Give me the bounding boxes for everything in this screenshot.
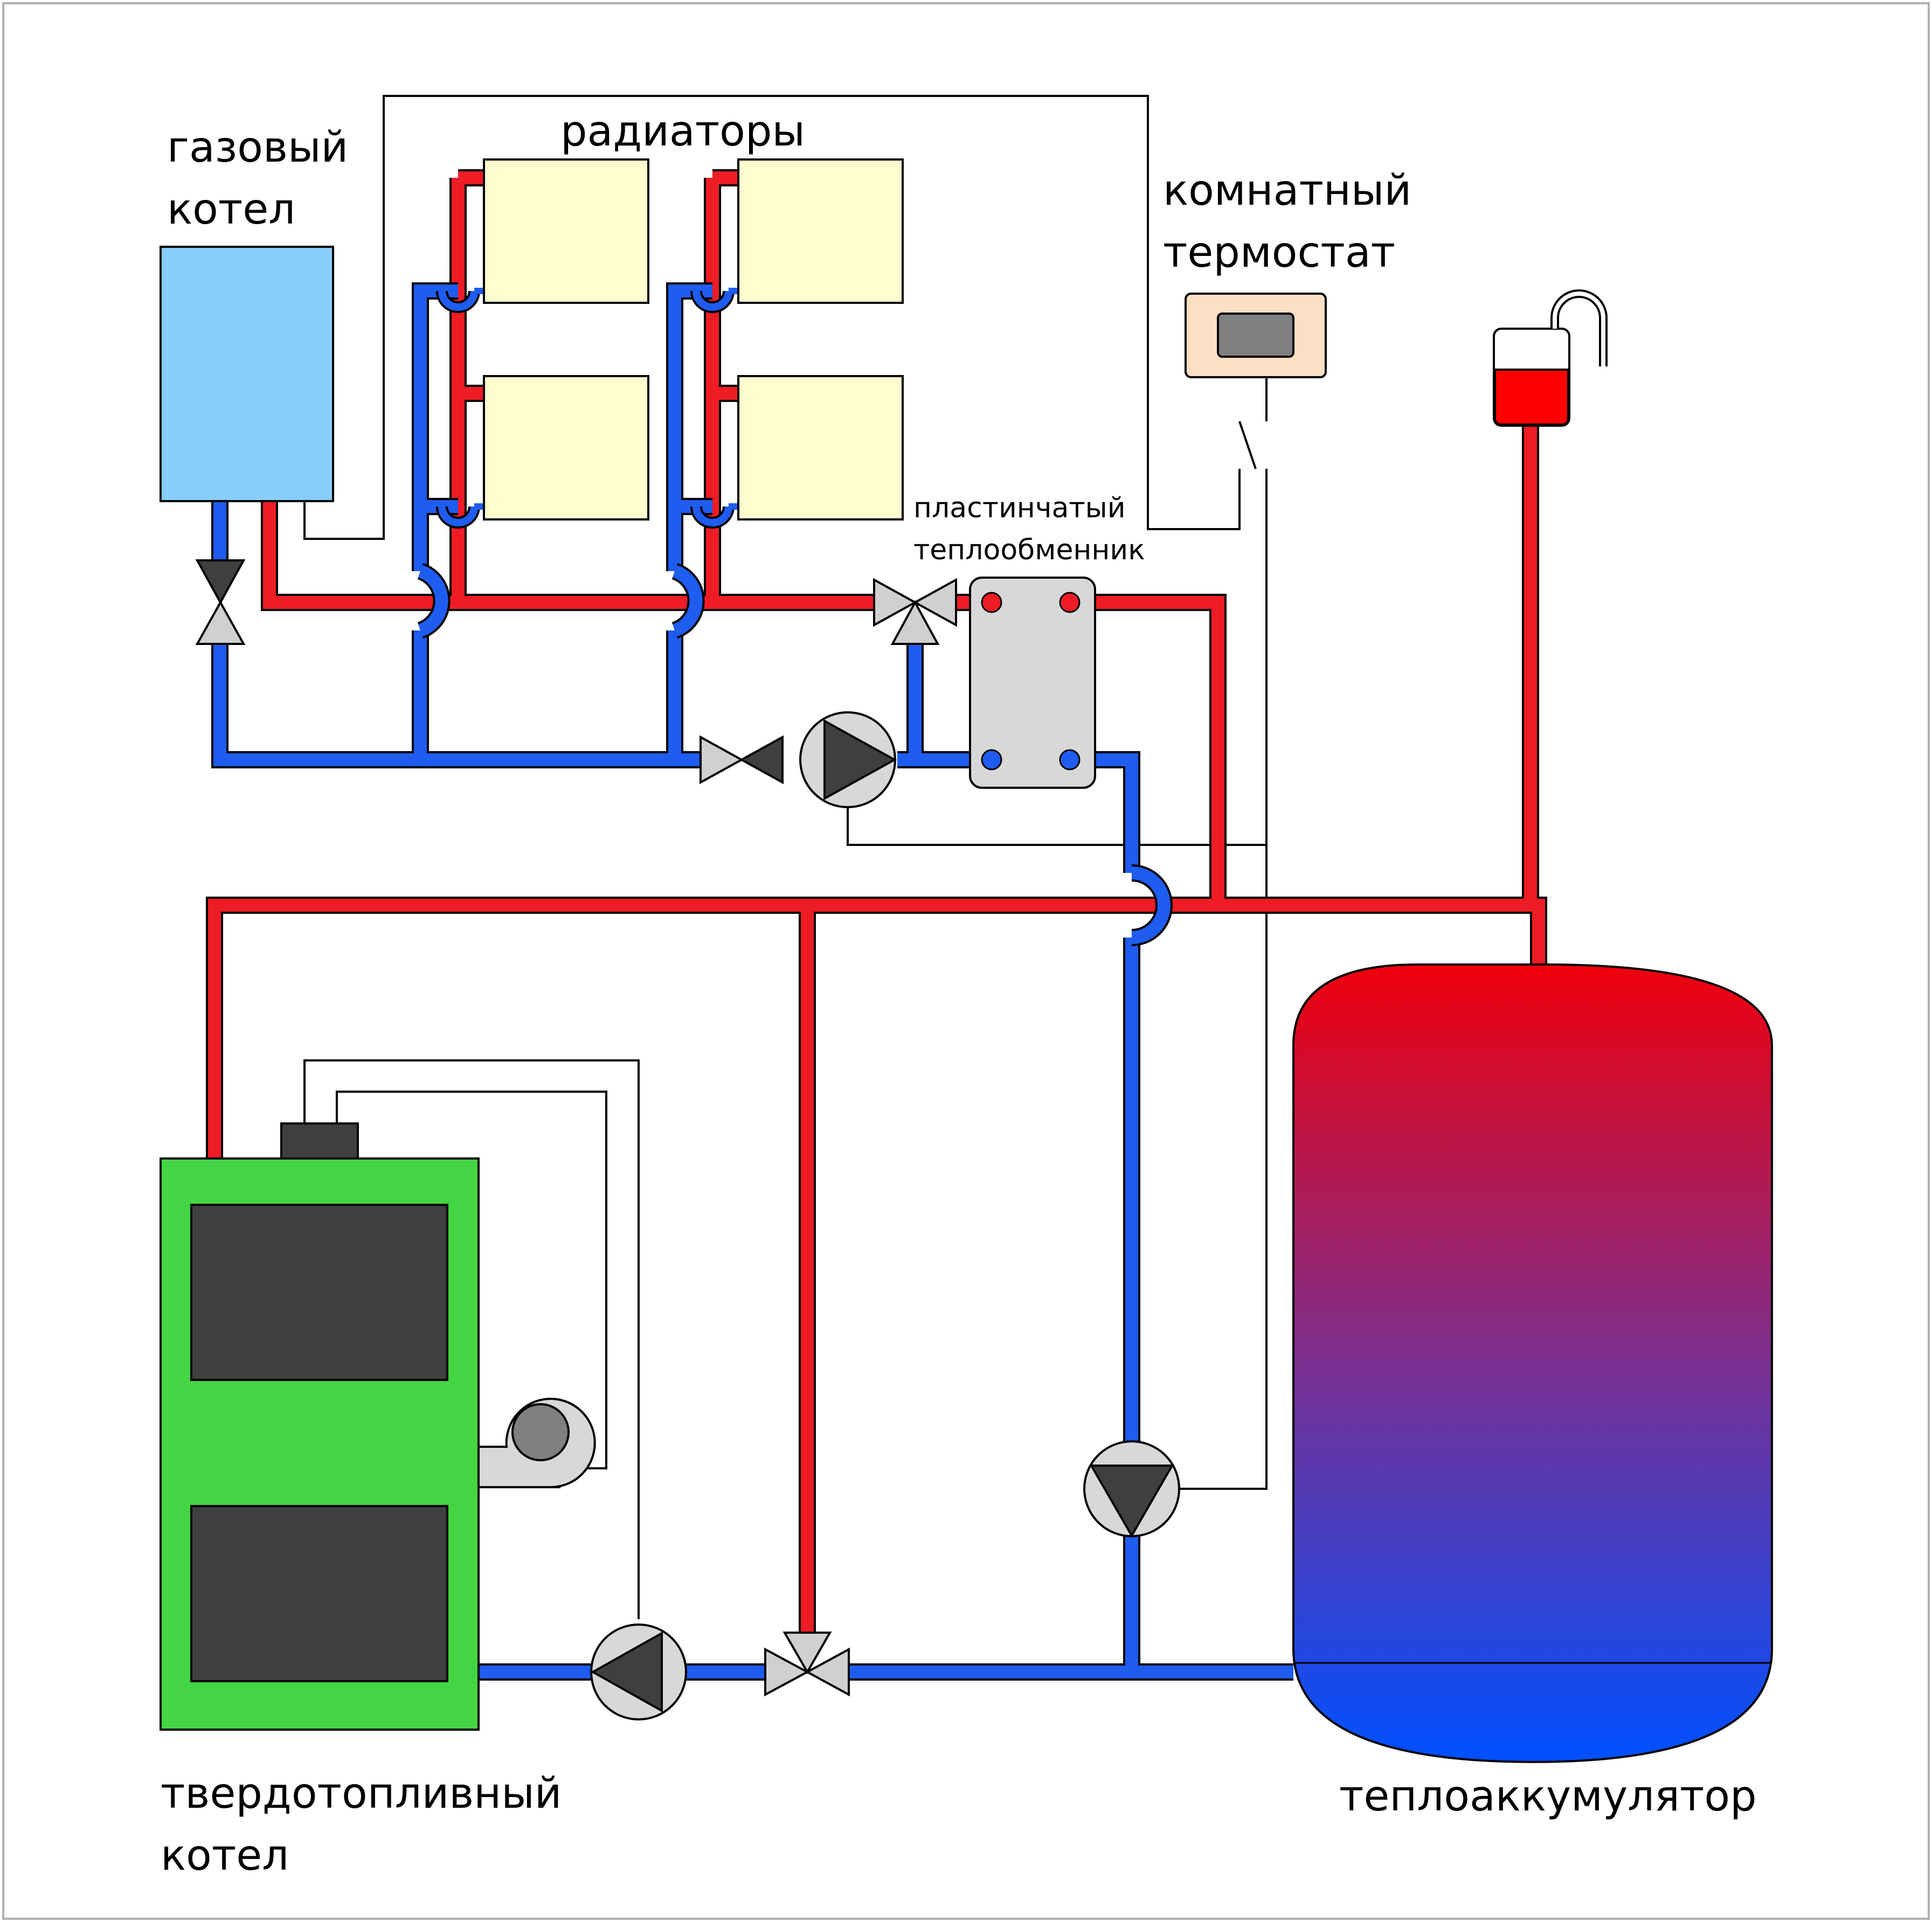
accumulator-label: теплоаккумулятор <box>1339 1772 1757 1821</box>
gas-boiler <box>160 246 334 502</box>
boiler-upper-door <box>190 1204 448 1381</box>
radiator-1 <box>483 158 649 304</box>
heat-exchanger-label-line2: теплообменник <box>913 534 1145 566</box>
gas-boiler-label-line1: газовый <box>167 123 348 172</box>
accumulator-circuit-pump <box>1083 1440 1180 1538</box>
radiator-return-stubs <box>474 288 738 510</box>
expansion-tank <box>1493 289 1608 427</box>
thermostat-display <box>1217 313 1294 358</box>
pipe-bridges <box>417 290 1173 946</box>
control-wires <box>303 95 1268 1619</box>
radiator-circuit-valve <box>700 735 784 785</box>
hx-port-cold-in <box>1059 749 1081 771</box>
heat-accumulator-tank <box>1292 963 1773 1764</box>
three-way-mixing-valve <box>764 1632 850 1697</box>
boiler-controller <box>280 1122 359 1160</box>
wire-accum-pump <box>1180 845 1268 1490</box>
radiator-3 <box>483 375 649 521</box>
hx-port-hot-out <box>1059 592 1081 613</box>
hx-port-cold-out <box>981 749 1002 771</box>
thermostat-label-line1: комнатный <box>1163 166 1411 215</box>
solid-boiler-label-line2: котел <box>161 1831 289 1880</box>
hot-pipes-fill <box>208 171 1545 1633</box>
solid-boiler-label-line1: твердотопливный <box>161 1770 562 1818</box>
three-way-valve-top <box>873 578 957 645</box>
hx-port-hot-in <box>981 592 1002 613</box>
boiler-lower-door <box>190 1505 448 1682</box>
radiator-circuit-pump <box>799 711 897 808</box>
wire-gas-boiler-thermostat <box>303 95 1241 540</box>
heat-exchanger-label-line1: пластинчатый <box>913 492 1126 524</box>
gas-boiler-shutoff-valve <box>195 559 246 645</box>
boiler-loading-pump <box>590 1623 687 1720</box>
wire-thermostat-switch <box>1238 421 1257 469</box>
gas-boiler-label-line2: котел <box>167 185 295 234</box>
radiator-4 <box>737 375 904 521</box>
wire-controller-pump <box>303 1059 640 1619</box>
wire-pump-switch <box>847 469 1268 846</box>
plate-heat-exchanger <box>969 577 1096 789</box>
wire-controller-fan <box>336 1091 607 1469</box>
thermostat-label-line2: термостат <box>1163 228 1395 277</box>
radiator-2 <box>737 158 904 304</box>
boiler-blower-fan <box>477 1398 596 1489</box>
radiators-label: радиаторы <box>560 107 805 156</box>
